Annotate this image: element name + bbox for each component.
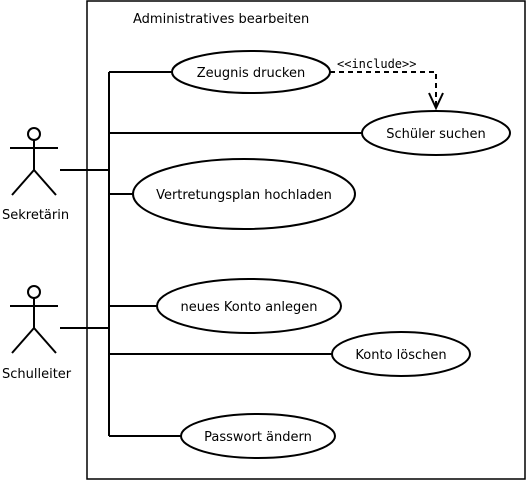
usecase-label-konto-neu: neues Konto anlegen bbox=[181, 300, 318, 315]
actor-leg-left bbox=[11, 327, 35, 354]
include-stereotype-label: <<include>> bbox=[337, 57, 416, 71]
usecase-vertretungsplan-hochladen bbox=[132, 158, 356, 230]
usecase-label-schueler: Schüler suchen bbox=[386, 127, 486, 142]
usecase-passwort-aendern bbox=[180, 413, 336, 459]
usecase-neues-konto-anlegen bbox=[156, 278, 342, 334]
actor-sekretaerin: Sekretärin bbox=[2, 127, 69, 223]
actor-label-sekretaerin: Sekretärin bbox=[2, 208, 69, 223]
actor-head bbox=[27, 285, 41, 299]
actor-label-schulleiter: Schulleiter bbox=[2, 367, 72, 382]
actor-leg-right bbox=[33, 327, 57, 354]
actor-leg-right bbox=[33, 169, 57, 196]
usecase-schueler-suchen bbox=[361, 110, 511, 156]
usecase-konto-loeschen bbox=[331, 331, 471, 377]
include-arrowhead bbox=[428, 92, 444, 111]
actor-leg-left bbox=[11, 169, 35, 196]
usecase-label-zeugnis: Zeugnis drucken bbox=[197, 66, 305, 81]
usecase-label-vertretung: Vertretungsplan hochladen bbox=[156, 188, 332, 203]
usecase-label-passwort: Passwort ändern bbox=[204, 430, 312, 445]
usecase-label-konto-loeschen: Konto löschen bbox=[355, 348, 446, 363]
actor-schulleiter: Schulleiter bbox=[2, 285, 72, 382]
actor-head bbox=[27, 127, 41, 141]
system-boundary bbox=[86, 0, 526, 480]
system-title: Administratives bearbeiten bbox=[133, 12, 309, 27]
include-relation-line bbox=[330, 71, 437, 106]
